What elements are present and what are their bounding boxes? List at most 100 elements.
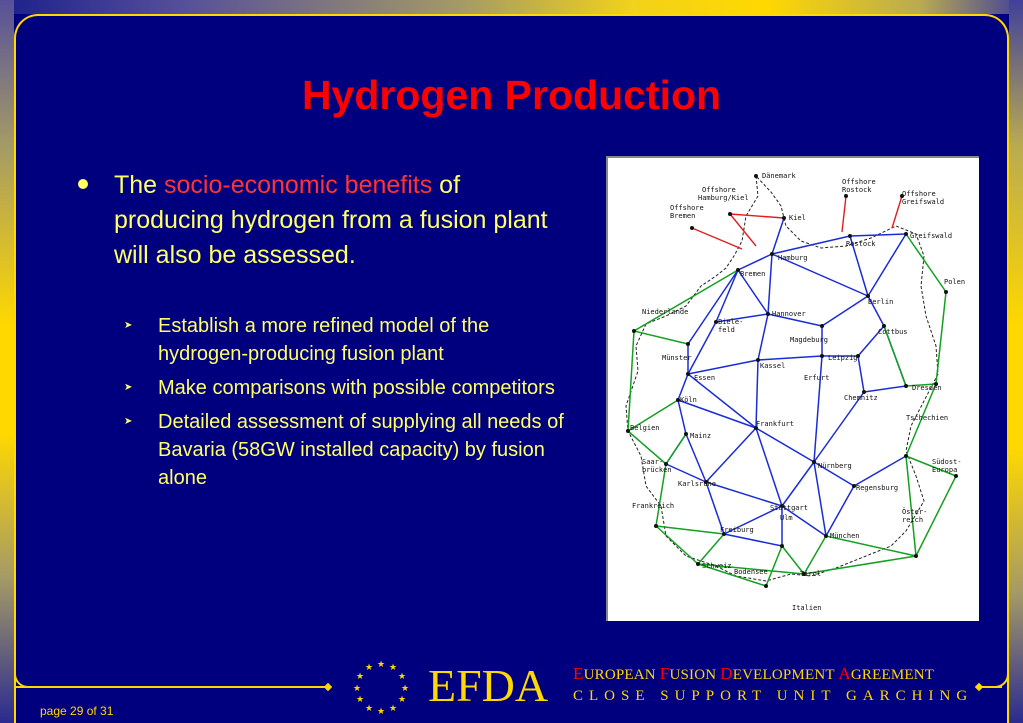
map-label: Hannover xyxy=(772,310,806,318)
map-label: München xyxy=(830,532,860,540)
frame-corner-right xyxy=(995,630,1009,688)
sub-bullet-list: ➤ Establish a more refined model of the … xyxy=(124,312,564,498)
map-label-line: Offshore xyxy=(902,190,936,198)
agreement-initial: D xyxy=(720,664,733,683)
map-label-line: reich xyxy=(902,516,923,524)
agreement-word: USION xyxy=(669,667,721,683)
agreement-text: EUROPEAN FUSION DEVELOPMENT AGREEMENT xyxy=(573,664,934,684)
bullet-dot-icon xyxy=(78,179,88,189)
map-label: Dresden xyxy=(912,384,942,392)
map-label-line: feld xyxy=(718,326,735,334)
map-label-line: Saar- xyxy=(642,458,663,466)
agreement-word: EVELOPMENT xyxy=(732,667,839,683)
map-label-line: Offshore xyxy=(702,186,736,194)
agreement-word: GREEMENT xyxy=(850,667,935,683)
map-label: Magdeburg xyxy=(790,336,828,344)
map-label: Cottbus xyxy=(878,328,908,336)
right-gradient-band xyxy=(1009,0,1023,723)
map-label: Öster-reich xyxy=(902,507,927,524)
map-label: Frankreich xyxy=(632,502,674,510)
map-label: Dänemark xyxy=(762,172,797,180)
map-label: Freiburg xyxy=(720,526,754,534)
map-label: Köln xyxy=(680,396,697,404)
map-label: Italien xyxy=(792,604,822,612)
svg-text:★: ★ xyxy=(389,663,397,673)
map-label: Tschechien xyxy=(906,414,948,422)
agreement-word: UROPEAN xyxy=(583,667,660,683)
map-label: Nürnberg xyxy=(818,462,852,470)
main-bullet: The socio-economic benefits of producing… xyxy=(78,168,558,273)
main-bullet-highlight: socio-economic benefits xyxy=(164,171,433,199)
map-label: Münster xyxy=(662,354,692,362)
agreement-initial: E xyxy=(573,664,584,683)
map-label: Frankfurt xyxy=(756,420,794,428)
map-label: Biele-feld xyxy=(718,318,743,334)
map-label: Mainz xyxy=(690,432,711,440)
green-interconnectors xyxy=(627,233,957,587)
page-number: page 29 of 31 xyxy=(40,704,114,718)
map-label: Kassel xyxy=(760,362,785,370)
map-label-line: Europa xyxy=(932,466,957,474)
svg-text:★: ★ xyxy=(377,707,385,716)
frame-corner-left xyxy=(14,630,28,688)
svg-text:★: ★ xyxy=(398,672,406,682)
map-label: Ulm xyxy=(780,514,793,522)
map-label: Leipzig xyxy=(828,354,858,362)
main-bullet-prefix: The xyxy=(114,171,165,199)
svg-text:★: ★ xyxy=(389,704,397,714)
map-label-line: Offshore xyxy=(842,178,876,186)
map-label: Rostock xyxy=(846,240,876,248)
map-label: Bremen xyxy=(740,270,765,278)
main-bullet-suffix: of producing hydrogen from a fusion plan… xyxy=(114,171,548,269)
map-label-line: Offshore xyxy=(670,204,704,212)
map-label: Tirol xyxy=(800,570,821,578)
svg-text:★: ★ xyxy=(377,660,385,670)
map-label: Niederlande xyxy=(642,308,688,316)
map-label: Erfurt xyxy=(804,374,829,382)
map-label-line: Biele- xyxy=(718,318,743,326)
footer-divider-left xyxy=(14,686,327,688)
sub-bullet-text: Detailed assessment of supplying all nee… xyxy=(158,411,564,489)
arrow-bullet-icon: ➤ xyxy=(124,382,133,393)
map-label: Regensburg xyxy=(856,484,898,492)
svg-text:★: ★ xyxy=(365,663,373,673)
arrow-bullet-icon: ➤ xyxy=(124,320,133,331)
map-label: Greifswald xyxy=(910,232,952,240)
map-label: Bodensee xyxy=(734,568,768,576)
footer-divider-right xyxy=(978,686,1002,688)
svg-text:★: ★ xyxy=(365,704,373,714)
svg-text:★: ★ xyxy=(398,695,406,705)
support-unit-text: CLOSE SUPPORT UNIT GARCHING xyxy=(573,688,974,704)
efda-logo-text: EFDA xyxy=(428,660,549,711)
offshore-links xyxy=(691,195,903,250)
map-label-line: Bremen xyxy=(670,212,695,220)
map-label: Kiel xyxy=(789,214,806,222)
agreement-initial: F xyxy=(659,664,670,683)
svg-text:★: ★ xyxy=(356,695,364,705)
sub-bullet: ➤ Detailed assessment of supplying all n… xyxy=(124,408,564,492)
map-label: Schweiz xyxy=(702,562,732,570)
map-label-line: Rostock xyxy=(842,186,872,194)
map-label: Chemnitz xyxy=(844,394,878,402)
map-label-line: brücken xyxy=(642,466,672,474)
svg-text:★: ★ xyxy=(356,672,364,682)
sub-bullet: ➤ Establish a more refined model of the … xyxy=(124,312,564,368)
map-label-line: Öster- xyxy=(902,507,927,516)
border-outline xyxy=(625,174,939,582)
grid-nodes xyxy=(626,174,958,588)
top-gradient-band xyxy=(0,0,1023,14)
slide-title: Hydrogen Production xyxy=(301,72,722,118)
map-label-line: Greifswald xyxy=(902,198,944,206)
arrow-bullet-icon: ➤ xyxy=(124,416,133,427)
sub-bullet-text: Establish a more refined model of the hy… xyxy=(158,315,490,365)
map-label: Belgien xyxy=(630,424,660,432)
map-label: Saar-brücken xyxy=(642,458,672,474)
map-label: Polen xyxy=(944,278,965,286)
map-label: Karlsruhe xyxy=(678,480,716,488)
